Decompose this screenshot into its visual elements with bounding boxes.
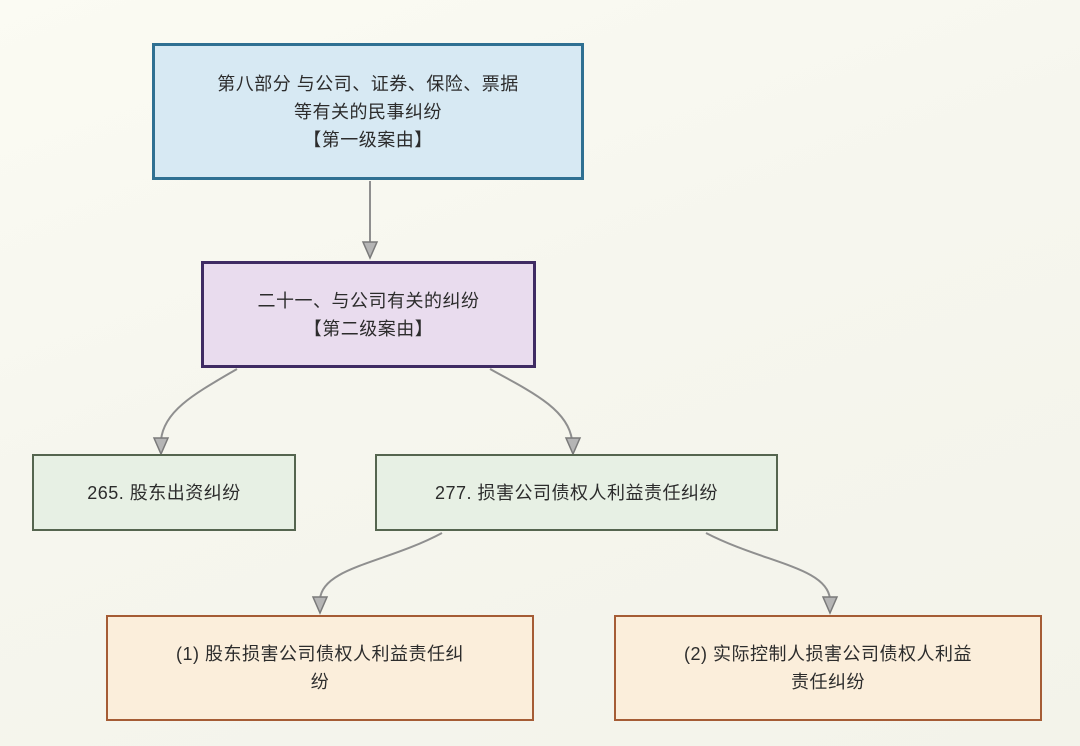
node-case-277: 277. 损害公司债权人利益责任纠纷	[375, 454, 778, 531]
node-text-line: 第八部分 与公司、证券、保险、票据	[217, 73, 519, 94]
node-case-265: 265. 股东出资纠纷	[32, 454, 296, 531]
arrowhead-icon	[361, 241, 379, 260]
node-text-line: 等有关的民事纠纷	[294, 101, 442, 122]
node-level2-category: 二十一、与公司有关的纠纷 【第二级案由】	[201, 261, 536, 368]
node-text-line: 【第一级案由】	[303, 129, 433, 150]
arrow-case277-to-sub1	[319, 532, 443, 600]
arrowhead-icon	[311, 596, 329, 615]
node-subcase-1: (1) 股东损害公司债权人利益责任纠 纷	[106, 615, 534, 721]
arrow-case277-to-sub2	[705, 532, 831, 600]
node-text-line: 责任纠纷	[791, 672, 865, 692]
arrowhead-icon	[152, 437, 170, 456]
node-text-line: 【第二级案由】	[303, 318, 434, 339]
node-text-line: 二十一、与公司有关的纠纷	[257, 290, 480, 311]
node-text-line: (1) 股东损害公司债权人利益责任纠	[176, 644, 464, 664]
node-text-line: 277. 损害公司债权人利益责任纠纷	[434, 482, 719, 503]
arrowhead-icon	[821, 596, 839, 615]
arrow-level2-to-case277	[489, 368, 573, 441]
arrowhead-icon	[564, 437, 582, 456]
node-subcase-2: (2) 实际控制人损害公司债权人利益 责任纠纷	[614, 615, 1042, 721]
node-text-line: (2) 实际控制人损害公司债权人利益	[684, 644, 972, 664]
node-text-line: 265. 股东出资纠纷	[87, 482, 241, 503]
node-level1-category: 第八部分 与公司、证券、保险、票据 等有关的民事纠纷 【第一级案由】	[152, 43, 584, 180]
node-text-line: 纷	[310, 672, 330, 692]
arrow-level2-to-case265	[160, 368, 238, 441]
